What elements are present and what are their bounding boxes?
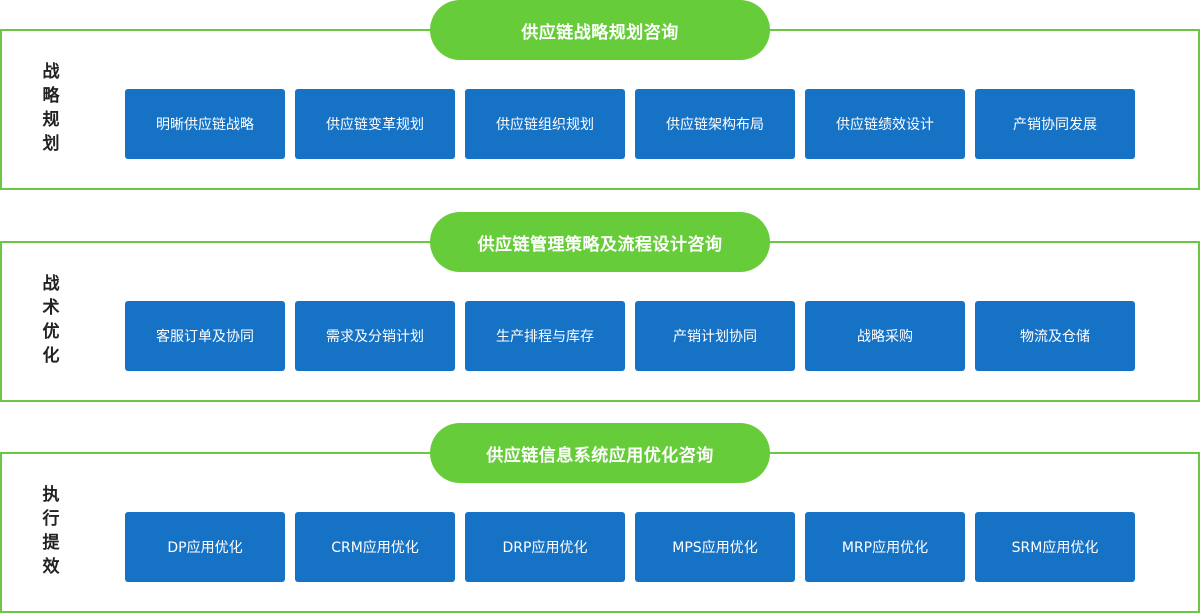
section-title-pill: 供应链信息系统应用优化咨询: [430, 423, 770, 483]
service-box[interactable]: 战略采购: [805, 301, 965, 371]
service-box[interactable]: 供应链组织规划: [465, 89, 625, 159]
service-box[interactable]: CRM应用优化: [295, 512, 455, 582]
service-box[interactable]: 客服订单及协同: [125, 301, 285, 371]
service-box-row: 客服订单及协同 需求及分销计划 生产排程与库存 产销计划协同 战略采购 物流及仓…: [125, 301, 1135, 371]
service-box[interactable]: DP应用优化: [125, 512, 285, 582]
section-strategy: 供应链战略规划咨询 战略规划 明晰供应链战略 供应链变革规划 供应链组织规划 供…: [0, 0, 1200, 190]
section-title-pill: 供应链管理策略及流程设计咨询: [430, 212, 770, 272]
section-tactics: 供应链管理策略及流程设计咨询 战术优化 客服订单及协同 需求及分销计划 生产排程…: [0, 212, 1200, 402]
section-side-label: 战术优化: [42, 274, 60, 366]
service-box[interactable]: 物流及仓储: [975, 301, 1135, 371]
service-box[interactable]: 生产排程与库存: [465, 301, 625, 371]
service-box-row: 明晰供应链战略 供应链变革规划 供应链组织规划 供应链架构布局 供应链绩效设计 …: [125, 89, 1135, 159]
service-box[interactable]: SRM应用优化: [975, 512, 1135, 582]
service-box[interactable]: DRP应用优化: [465, 512, 625, 582]
service-box[interactable]: 明晰供应链战略: [125, 89, 285, 159]
section-execution: 供应链信息系统应用优化咨询 执行提效 DP应用优化 CRM应用优化 DRP应用优…: [0, 423, 1200, 613]
service-box[interactable]: 产销协同发展: [975, 89, 1135, 159]
service-box[interactable]: MPS应用优化: [635, 512, 795, 582]
service-box[interactable]: 供应链变革规划: [295, 89, 455, 159]
section-title-pill: 供应链战略规划咨询: [430, 0, 770, 60]
service-box[interactable]: 产销计划协同: [635, 301, 795, 371]
section-side-label: 战略规划: [42, 62, 60, 154]
section-side-label: 执行提效: [42, 485, 60, 577]
service-box[interactable]: 需求及分销计划: [295, 301, 455, 371]
service-box[interactable]: 供应链架构布局: [635, 89, 795, 159]
service-box[interactable]: 供应链绩效设计: [805, 89, 965, 159]
service-box[interactable]: MRP应用优化: [805, 512, 965, 582]
service-box-row: DP应用优化 CRM应用优化 DRP应用优化 MPS应用优化 MRP应用优化 S…: [125, 512, 1135, 582]
